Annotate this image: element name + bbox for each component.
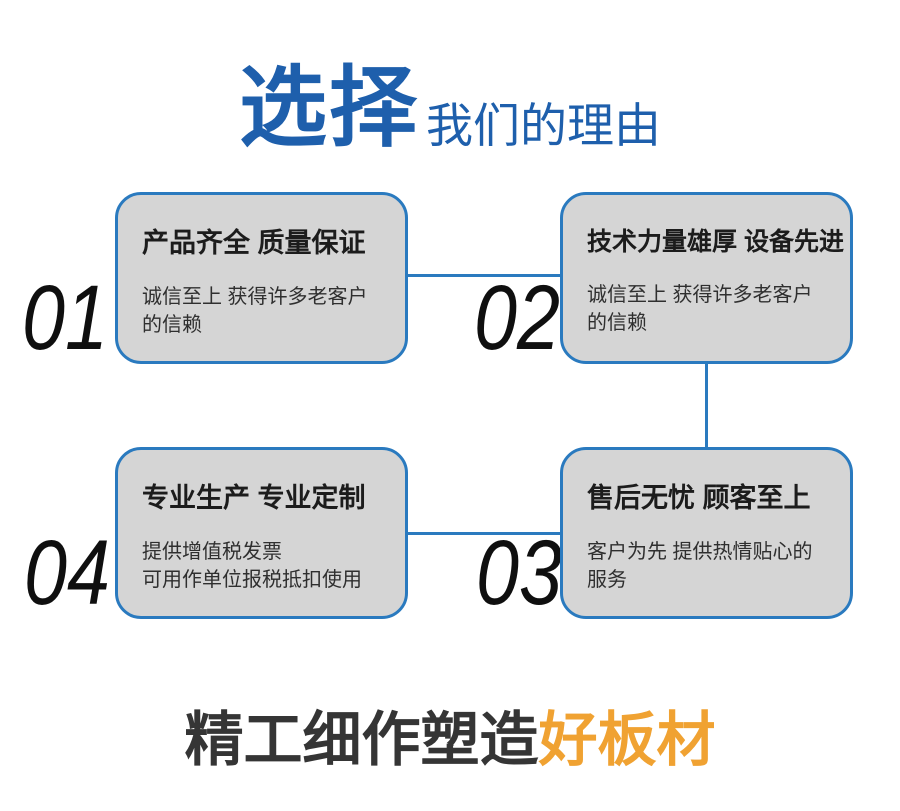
hero-title-sub: 我们的理由 [426, 99, 661, 152]
card-description: 提供增值税发票 可用作单位报税抵扣使用 [142, 541, 362, 592]
hero-title: 选择 我们的理由 [0, 57, 900, 157]
step-number-04: 04 [24, 522, 110, 624]
slogan-highlight: 好板材 [538, 707, 716, 773]
card-title: 技术力量雄厚 设备先进 [587, 228, 844, 256]
feature-card-customization: 专业生产 专业定制 提供增值税发票 可用作单位报税抵扣使用 [115, 447, 408, 619]
feature-card-products: 产品齐全 质量保证 诚信至上 获得许多老客户 的信赖 [115, 192, 408, 364]
slogan-text: 精工细作塑造 [184, 707, 539, 773]
step-number-02: 02 [474, 267, 560, 369]
card-title: 售后无忧 顾客至上 [587, 483, 811, 513]
hero-title-main: 选择 [238, 57, 419, 157]
card-description: 诚信至上 获得许多老客户 的信赖 [142, 286, 368, 337]
connector-card4-card3 [405, 532, 561, 535]
connector-card1-card2 [405, 274, 561, 277]
step-number-03: 03 [476, 522, 562, 624]
slogan: 精工细作塑造好板材 [0, 708, 900, 773]
card-title: 产品齐全 质量保证 [142, 228, 366, 258]
feature-card-aftersales: 售后无忧 顾客至上 客户为先 提供热情贴心的 服务 [560, 447, 853, 619]
feature-card-technology: 技术力量雄厚 设备先进 诚信至上 获得许多老客户 的信赖 [560, 192, 853, 364]
connector-card2-card3 [705, 360, 708, 450]
card-description: 客户为先 提供热情贴心的 服务 [587, 541, 813, 592]
step-number-01: 01 [22, 267, 108, 369]
card-title: 专业生产 专业定制 [142, 483, 366, 513]
card-description: 诚信至上 获得许多老客户 的信赖 [587, 284, 813, 334]
